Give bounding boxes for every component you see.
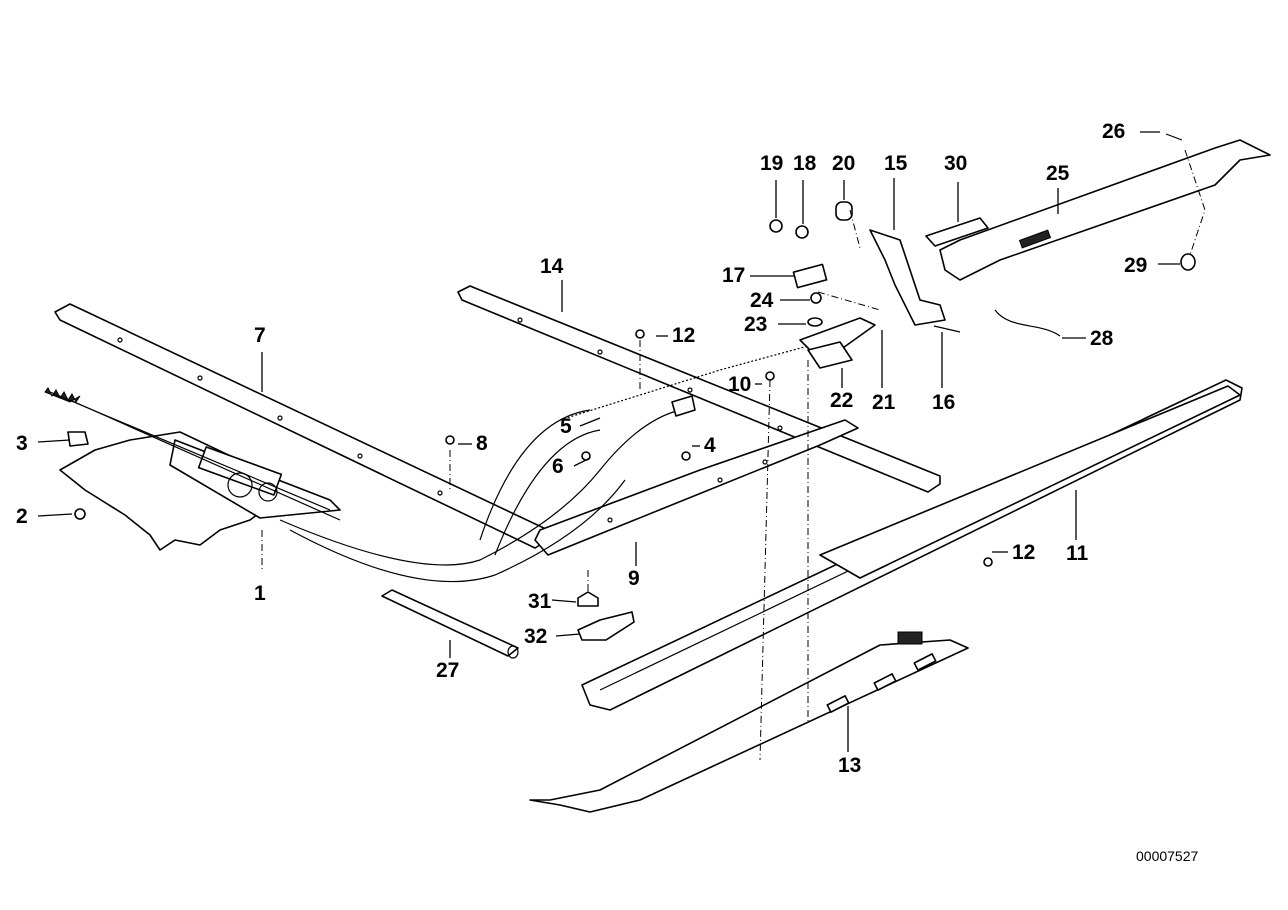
label-part-7: 7 — [254, 324, 266, 347]
label-part-9: 9 — [628, 567, 640, 590]
drive-cables — [279, 339, 831, 583]
label-part-2: 2 — [16, 505, 28, 528]
label-part-13: 13 — [838, 754, 862, 777]
label-part-5: 5 — [560, 415, 572, 438]
label-part-8: 8 — [476, 432, 488, 455]
assembly-lines — [261, 149, 1206, 761]
part-17-clip — [792, 263, 828, 289]
label-part-29: 29 — [1124, 254, 1148, 277]
part-14-strip — [457, 285, 941, 493]
label-part-30: 30 — [944, 152, 968, 175]
label-part-16: 16 — [932, 391, 956, 414]
label-part-6: 6 — [552, 455, 564, 478]
part-15-lever — [869, 229, 946, 326]
label-part-27: 27 — [436, 659, 460, 682]
part-31-nut — [577, 591, 599, 607]
label-part-23: 23 — [744, 313, 768, 336]
part-25-guide — [939, 139, 1271, 281]
label-part-3: 3 — [16, 432, 28, 455]
label-part-21: 21 — [872, 391, 896, 414]
label-part-19: 19 — [760, 152, 784, 175]
label-part-14: 14 — [540, 255, 564, 278]
label-part-4: 4 — [704, 434, 716, 457]
label-part-12-a: 12 — [672, 324, 696, 347]
label-part-22: 22 — [830, 389, 854, 412]
label-part-31: 31 — [528, 590, 552, 613]
label-part-25: 25 — [1046, 162, 1070, 185]
part-13-rail — [529, 631, 969, 813]
part-32-bracket — [577, 611, 635, 641]
label-part-17: 17 — [722, 264, 746, 287]
label-part-15: 15 — [884, 152, 908, 175]
document-id: 00007527 — [1136, 848, 1199, 864]
leader-lines — [37, 131, 1180, 752]
label-part-10: 10 — [728, 373, 752, 396]
label-part-18: 18 — [793, 152, 817, 175]
part-27-tube — [381, 589, 519, 659]
label-part-28: 28 — [1090, 327, 1114, 350]
part-9-plate — [534, 419, 859, 556]
label-part-11: 11 — [1066, 542, 1089, 565]
label-part-24: 24 — [750, 289, 774, 312]
label-part-12-b: 12 — [1012, 541, 1036, 564]
label-part-26: 26 — [1102, 120, 1126, 143]
label-part-32: 32 — [524, 625, 548, 648]
label-part-1: 1 — [254, 582, 266, 605]
label-part-20: 20 — [832, 152, 856, 175]
part-1-drive-assembly — [44, 387, 341, 551]
small-parts — [67, 133, 1196, 567]
part-22-clip — [807, 341, 853, 369]
part-11-rail — [581, 379, 1243, 711]
part-30-slider — [925, 217, 989, 247]
